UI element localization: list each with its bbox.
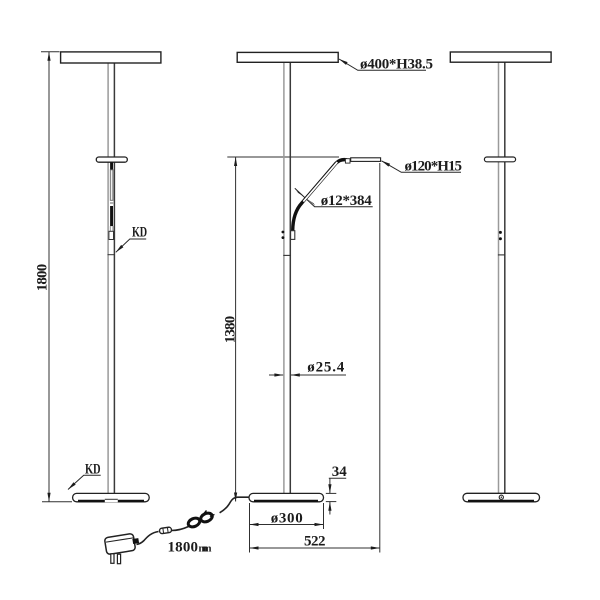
svg-text:D: D [140, 224, 147, 240]
svg-text:K: K [132, 224, 140, 240]
svg-text:mm: mm [199, 544, 212, 555]
svg-text:D: D [93, 459, 101, 476]
svg-text:34: 34 [332, 464, 348, 480]
svg-text:ø120*H15: ø120*H15 [405, 158, 463, 174]
svg-text:1800: 1800 [35, 264, 51, 292]
svg-text:1380: 1380 [222, 316, 238, 344]
svg-text:ø12*384: ø12*384 [321, 193, 373, 209]
svg-text:522: 522 [304, 533, 326, 549]
svg-text:ø400*H38.5: ø400*H38.5 [360, 56, 433, 72]
svg-text:ø25.4: ø25.4 [307, 360, 345, 376]
svg-text:K: K [85, 459, 93, 476]
svg-text:ø300: ø300 [271, 511, 303, 527]
svg-text:1800: 1800 [168, 540, 199, 556]
